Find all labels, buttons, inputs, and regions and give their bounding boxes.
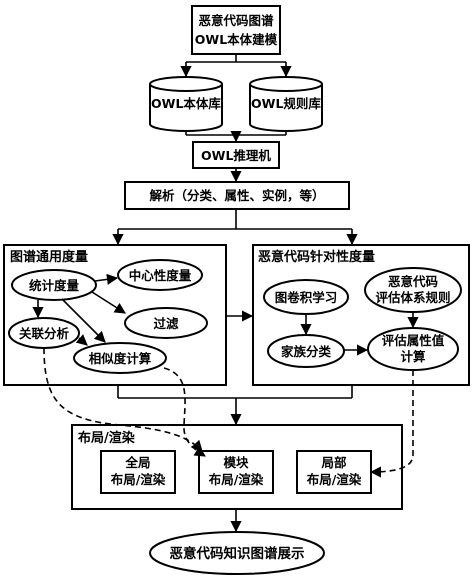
owl-rule-database-node: OWL规则库 xyxy=(249,76,323,132)
malware-evaluation-rules-line-2: 评估体系规则 xyxy=(375,290,450,305)
local-render-line-1: 局部 xyxy=(321,455,347,470)
owl-ontology-modeling-line-1: 恶意代码图谱 xyxy=(198,13,274,28)
evaluation-attribute-calculation-line-2: 计算 xyxy=(400,349,426,364)
owl-ontology-database-node: OWL本体库 xyxy=(149,76,223,132)
centrality-metric-node: 中心性度量 xyxy=(117,259,203,291)
centrality-metric-label: 中心性度量 xyxy=(129,268,192,283)
groups-to-layout-connector xyxy=(117,385,353,426)
global-render-line-2: 布局/渲染 xyxy=(111,472,166,487)
association-analysis-label: 关联分析 xyxy=(19,326,70,341)
databases-to-reasoner-connector xyxy=(185,130,287,143)
statistics-metric-node: 统计度量 xyxy=(11,269,97,301)
malware-evaluation-rules-node: 恶意代码 评估体系规则 xyxy=(364,267,462,313)
module-render-line-2: 布局/渲染 xyxy=(209,472,264,487)
global-render-line-1: 全局 xyxy=(124,455,150,470)
parse-node: 解析（分类、属性、实例，等） xyxy=(124,181,350,210)
layout-render-title: 布局/渲染 xyxy=(78,430,136,446)
local-render-line-2: 布局/渲染 xyxy=(307,472,362,487)
family-classification-node: 家族分类 xyxy=(267,334,345,368)
evaluation-attribute-calculation-node: 评估属性值 计算 xyxy=(367,327,459,371)
general-metrics-title: 图谱通用度量 xyxy=(10,249,88,265)
dashed-feedback-arrows xyxy=(43,347,414,478)
modeling-to-databases-connector xyxy=(180,54,292,78)
module-render-line-1: 模块 xyxy=(223,455,249,470)
knowledge-graph-display-node: 恶意代码知识图谱展示 xyxy=(149,531,325,575)
module-render-node: 模块 布局/渲染 xyxy=(198,450,274,494)
specific-metrics-title: 恶意代码针对性度量 xyxy=(258,249,375,265)
malware-evaluation-rules-line-1: 恶意代码 xyxy=(388,274,438,289)
graph-convolution-learning-label: 图卷积学习 xyxy=(275,290,338,305)
similarity-calculation-node: 相似度计算 xyxy=(73,342,167,374)
filter-label: 过滤 xyxy=(153,316,179,331)
owl-rule-database-label: OWL规则库 xyxy=(251,96,321,111)
evaluation-attribute-calculation-line-1: 评估属性值 xyxy=(382,333,445,348)
owl-reasoner-node: OWL推理机 xyxy=(192,141,280,169)
family-classification-label: 家族分类 xyxy=(281,344,332,359)
parse-label: 解析（分类、属性、实例，等） xyxy=(149,188,324,203)
global-render-node: 全局 布局/渲染 xyxy=(100,450,176,494)
owl-ontology-modeling-line-2: OWL本体建模 xyxy=(195,32,278,47)
general-metrics-internal-arrows xyxy=(32,273,126,346)
owl-ontology-database-label: OWL本体库 xyxy=(151,96,221,111)
association-analysis-node: 关联分析 xyxy=(8,317,80,349)
local-render-node: 局部 布局/渲染 xyxy=(296,450,372,494)
owl-reasoner-label: OWL推理机 xyxy=(201,148,271,163)
statistics-metric-label: 统计度量 xyxy=(29,278,80,293)
parse-to-groups-connector xyxy=(112,209,358,246)
knowledge-graph-display-label: 恶意代码知识图谱展示 xyxy=(170,545,305,562)
graph-convolution-learning-node: 图卷积学习 xyxy=(263,279,349,315)
filter-node: 过滤 xyxy=(124,307,208,339)
similarity-calculation-label: 相似度计算 xyxy=(89,351,152,366)
specific-metrics-internal-arrows xyxy=(300,312,419,356)
owl-ontology-modeling-node: 恶意代码图谱 OWL本体建模 xyxy=(191,5,281,55)
